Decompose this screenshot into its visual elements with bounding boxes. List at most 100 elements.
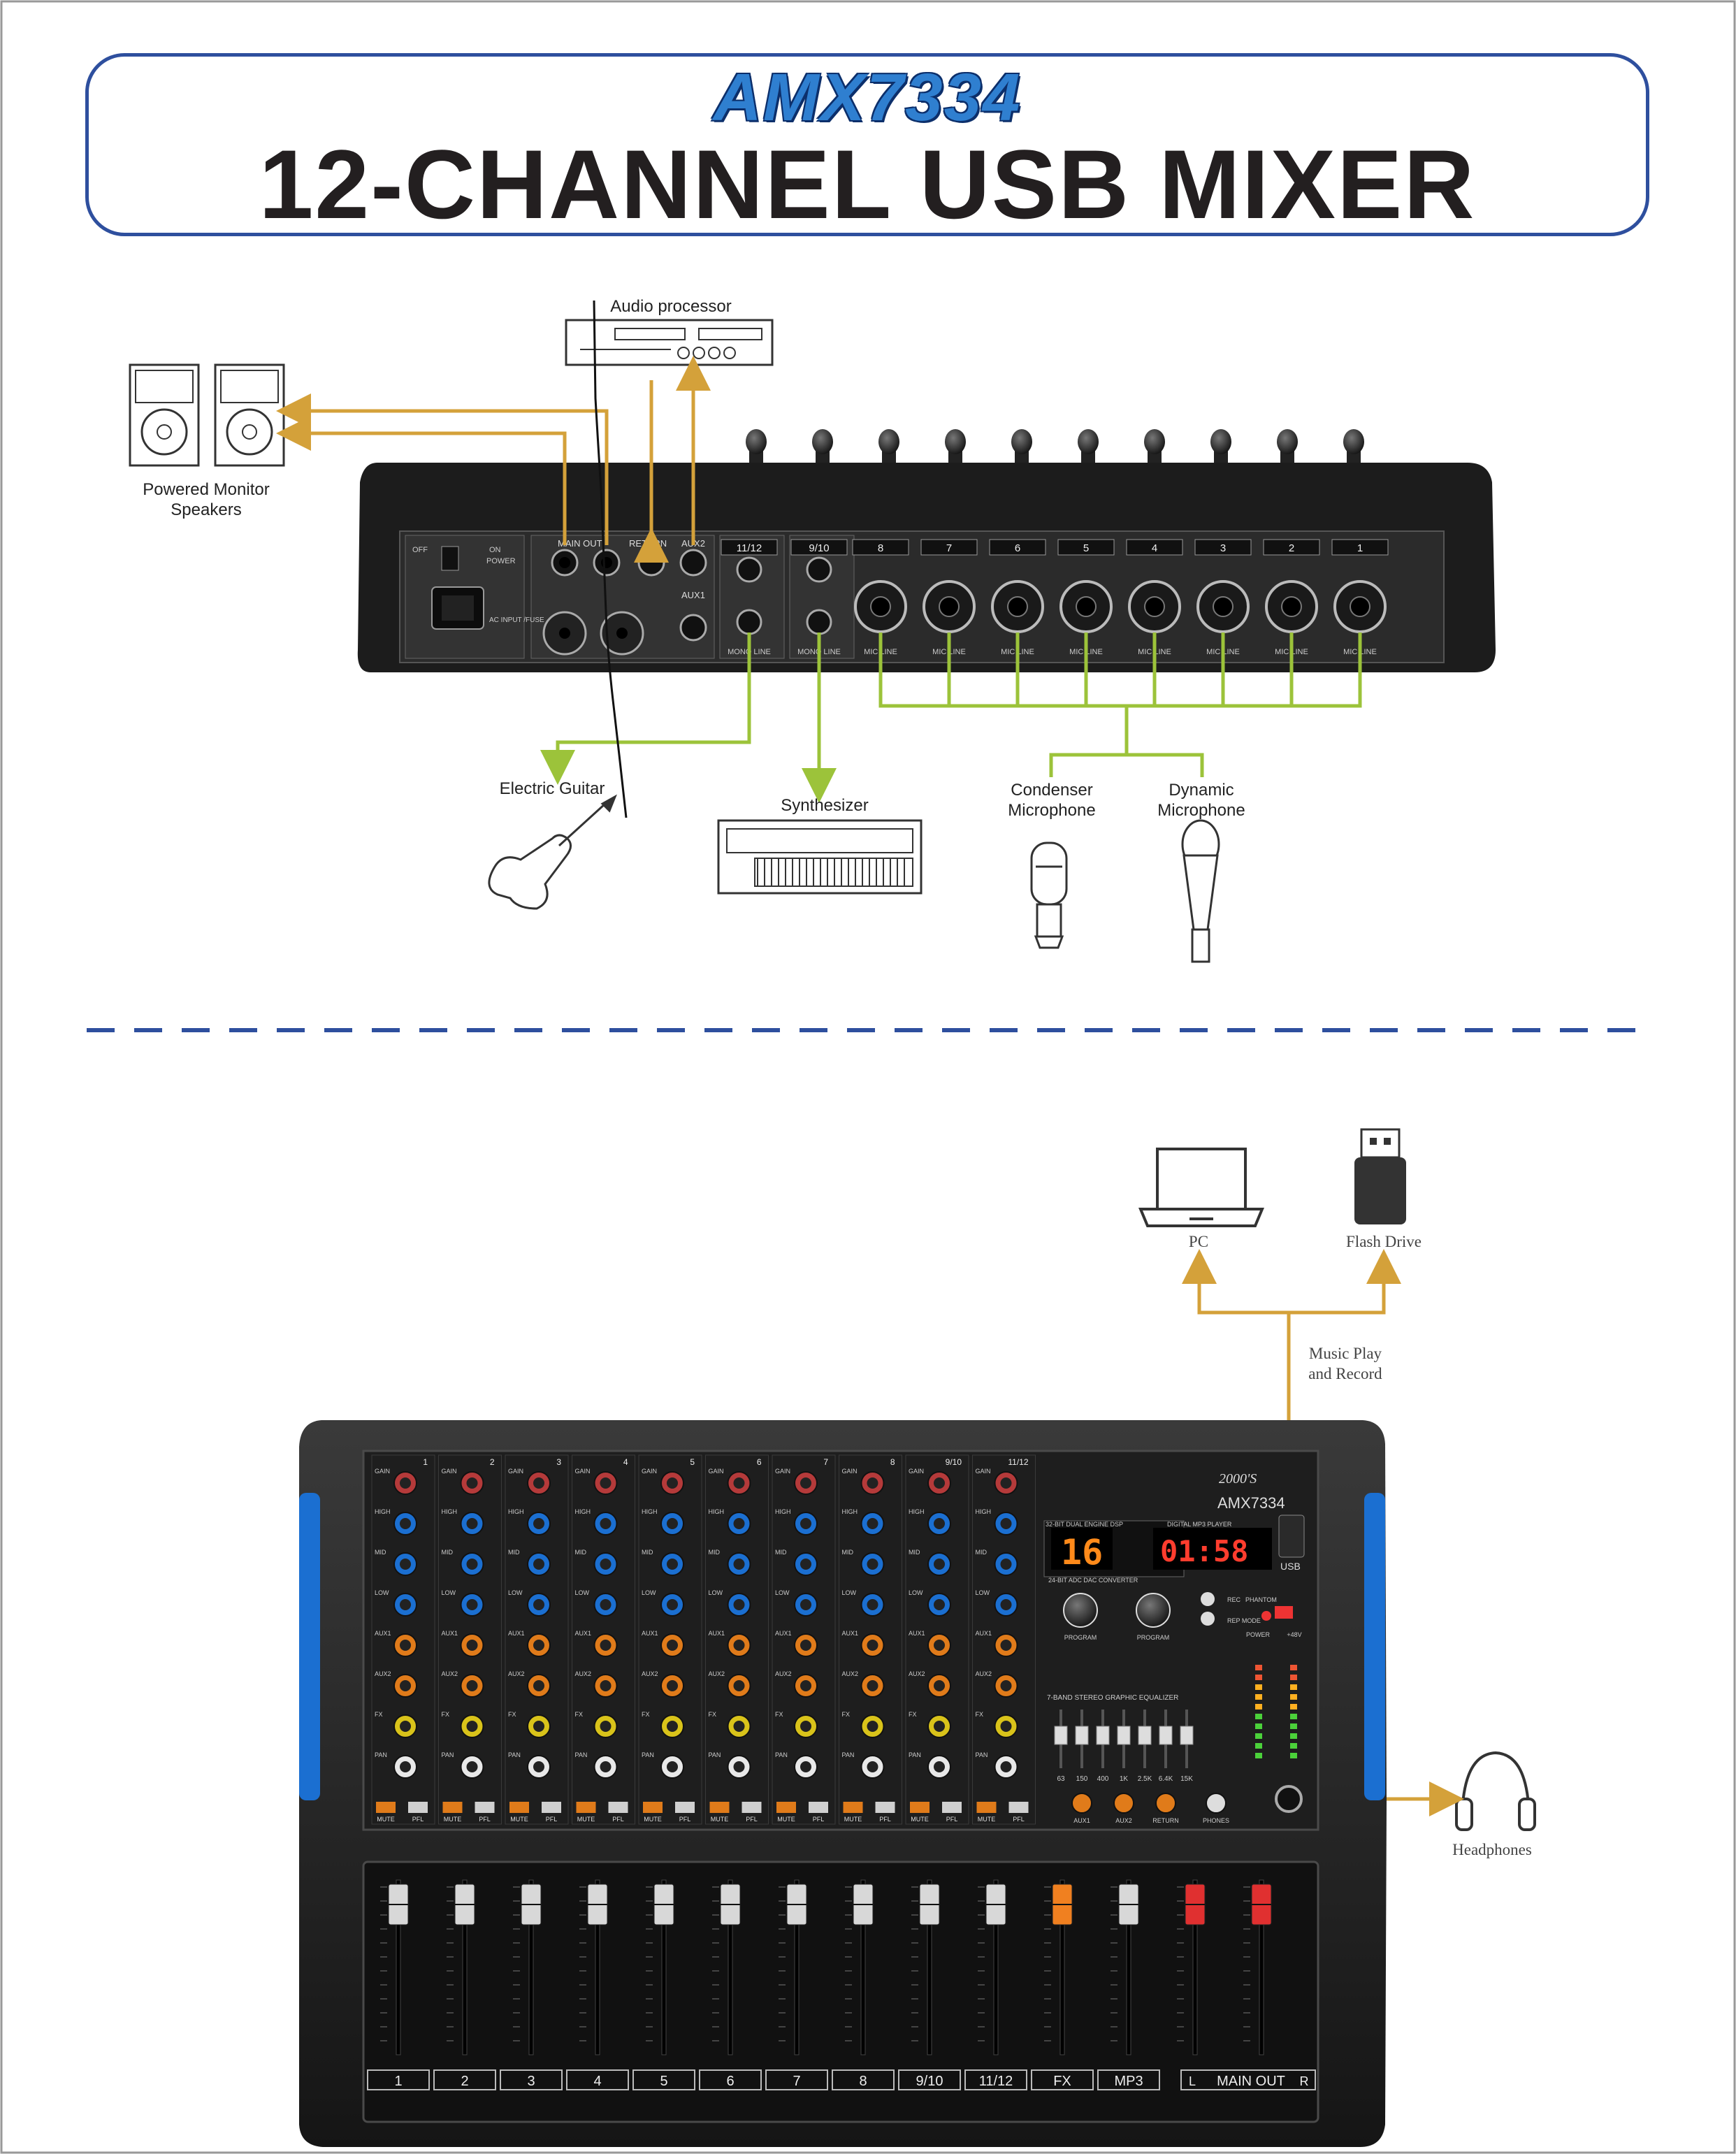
rear-signal-lines <box>276 300 837 818</box>
fader-slot <box>927 1879 932 2055</box>
channel-strip <box>638 1454 702 1825</box>
strip-knob-label: GAIN <box>575 1468 591 1475</box>
strip-number: 8 <box>890 1457 895 1467</box>
fader-slot <box>1192 1879 1198 2055</box>
rear-knob <box>746 429 767 454</box>
master-knob-label: AUX2 <box>1115 1817 1132 1824</box>
strip-knob-cap <box>400 1518 411 1529</box>
xlr-out-jack-hole <box>559 628 570 639</box>
strip-knob-label: AUX2 <box>442 1670 458 1677</box>
strip-knob-cap <box>800 1559 811 1570</box>
strip-knob-label: PAN <box>508 1751 521 1758</box>
strip-knob-cap <box>600 1477 612 1489</box>
fader-label-box <box>433 2069 496 2090</box>
mute-button <box>910 1802 930 1813</box>
channel-strip <box>572 1454 635 1825</box>
channel-label-box <box>1331 539 1389 556</box>
mute-label: MUTE <box>844 1816 862 1823</box>
main-out-jack-hole <box>559 557 570 568</box>
eq-slider <box>1096 1726 1110 1745</box>
fader-label-box <box>898 2069 961 2090</box>
combo-jack-center <box>870 596 891 617</box>
strip-knob-cap <box>400 1559 411 1570</box>
strip-knob-label: FX <box>842 1711 851 1718</box>
fader-label: MP3 <box>1114 2074 1143 2089</box>
pfl-label: PFL <box>479 1816 491 1823</box>
rear-knob <box>1144 429 1165 454</box>
condenser-label-line2: Microphone <box>1008 801 1096 820</box>
strip-number: 9/10 <box>946 1457 962 1467</box>
strip-knob-cap <box>867 1680 878 1691</box>
pfl-label: PFL <box>612 1816 624 1823</box>
mixer-rear-panel <box>357 463 1496 672</box>
strip-knob-label: HIGH <box>909 1508 925 1515</box>
fader-label: 3 <box>527 2074 535 2089</box>
channel-label: 9/10 <box>809 542 829 554</box>
strip-knob-label: AUX1 <box>642 1630 658 1637</box>
fader-slot <box>1259 1879 1264 2055</box>
mute-button <box>576 1802 596 1813</box>
meter-led <box>1290 1704 1297 1710</box>
headphones-icon <box>1455 1751 1536 1831</box>
product-title: 12-CHANNEL USB MIXER <box>259 129 1476 239</box>
strip-knob-label: LOW <box>842 1589 857 1596</box>
strip-knob-cap <box>533 1559 544 1570</box>
rear-knob <box>1343 429 1364 454</box>
mp3-time-display: 01:58 <box>1160 1534 1248 1568</box>
strip-knob-label: AUX1 <box>709 1630 725 1637</box>
eq-freq-label: 15K <box>1180 1775 1193 1783</box>
meter-led <box>1255 1704 1262 1710</box>
main-out-label-box <box>1180 2069 1316 2090</box>
fader-label-box <box>500 2069 563 2090</box>
strip-knob-cap <box>1000 1761 1012 1772</box>
strip-knob-cap <box>1000 1640 1012 1651</box>
main-out-r-label: R <box>1300 2074 1309 2088</box>
strip-knob-label: GAIN <box>842 1468 858 1475</box>
fader-label-box <box>832 2069 895 2090</box>
dynamic-label: Dynamic Microphone <box>1135 780 1268 821</box>
fader-slot <box>396 1879 401 2055</box>
fader-label-box <box>367 2069 430 2090</box>
strip-knob-label: HIGH <box>642 1508 658 1515</box>
fader-label-box <box>699 2069 762 2090</box>
fader-label: 4 <box>593 2074 601 2089</box>
strip-knob-label: MID <box>642 1549 653 1556</box>
strip-number: 11/12 <box>1008 1457 1028 1467</box>
meter-led <box>1255 1665 1262 1670</box>
meter-led <box>1255 1694 1262 1700</box>
strip-knob-label: LOW <box>642 1589 656 1596</box>
meter-led <box>1290 1684 1297 1690</box>
channel-label: 2 <box>1289 542 1294 554</box>
strip-knob-label: GAIN <box>642 1468 657 1475</box>
strip-knob-label: AUX1 <box>976 1630 992 1637</box>
rec-button <box>1201 1592 1215 1606</box>
fader-label-box <box>1031 2069 1094 2090</box>
strip-knob-cap <box>1000 1599 1012 1610</box>
rear-knob <box>878 429 899 454</box>
strip-knob-label: HIGH <box>709 1508 725 1515</box>
strip-knob-cap <box>400 1640 411 1651</box>
meter-led <box>1290 1665 1297 1670</box>
strip-knob-cap <box>600 1599 612 1610</box>
mute-label: MUTE <box>777 1816 795 1823</box>
strip-knob-cap <box>400 1721 411 1732</box>
pfl-label: PFL <box>946 1816 958 1823</box>
fader-label: 2 <box>461 2074 468 2089</box>
strip-knob-cap <box>934 1518 945 1529</box>
brand-model: AMX7334 <box>1217 1494 1285 1512</box>
eq-slider <box>1075 1726 1089 1745</box>
pfl-label: PFL <box>412 1816 424 1823</box>
pfl-button <box>1008 1802 1029 1813</box>
strip-knob-cap <box>400 1761 411 1772</box>
channel-strip <box>438 1454 502 1825</box>
mute-label: MUTE <box>377 1816 395 1823</box>
power-label: POWER <box>486 557 516 565</box>
strip-knob-label: GAIN <box>709 1468 724 1475</box>
strip-knob-label: PAN <box>709 1751 721 1758</box>
meter-led <box>1255 1733 1262 1739</box>
strip-knob-cap <box>800 1721 811 1732</box>
strip-knob-label: HIGH <box>842 1508 858 1515</box>
mic-bus-condenser <box>1049 706 1129 777</box>
eq-slider <box>1180 1726 1194 1745</box>
